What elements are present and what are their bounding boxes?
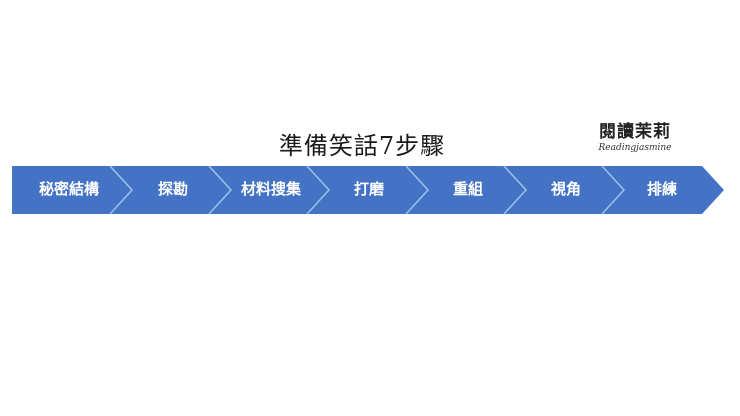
step-6-label: 視角 xyxy=(550,180,581,198)
step-4-label: 打磨 xyxy=(353,180,384,198)
step-7-label: 排練 xyxy=(646,180,677,198)
diagram-title: 準備笑話7步驟 xyxy=(278,132,446,160)
step-3-label: 材料搜集 xyxy=(240,180,301,198)
chevron-shape xyxy=(12,166,724,214)
logo-sub-text: Readingjasmine xyxy=(598,143,672,153)
brand-logo: 閱讀茉莉 Readingjasmine xyxy=(590,122,680,154)
step-1-label: 秘密結構 xyxy=(38,180,99,198)
step-5-label: 重組 xyxy=(452,180,483,198)
step-2-label: 探勘 xyxy=(157,180,188,198)
logo-main-text: 閱讀茉莉 xyxy=(599,122,671,142)
chevron-dividers xyxy=(109,165,626,215)
